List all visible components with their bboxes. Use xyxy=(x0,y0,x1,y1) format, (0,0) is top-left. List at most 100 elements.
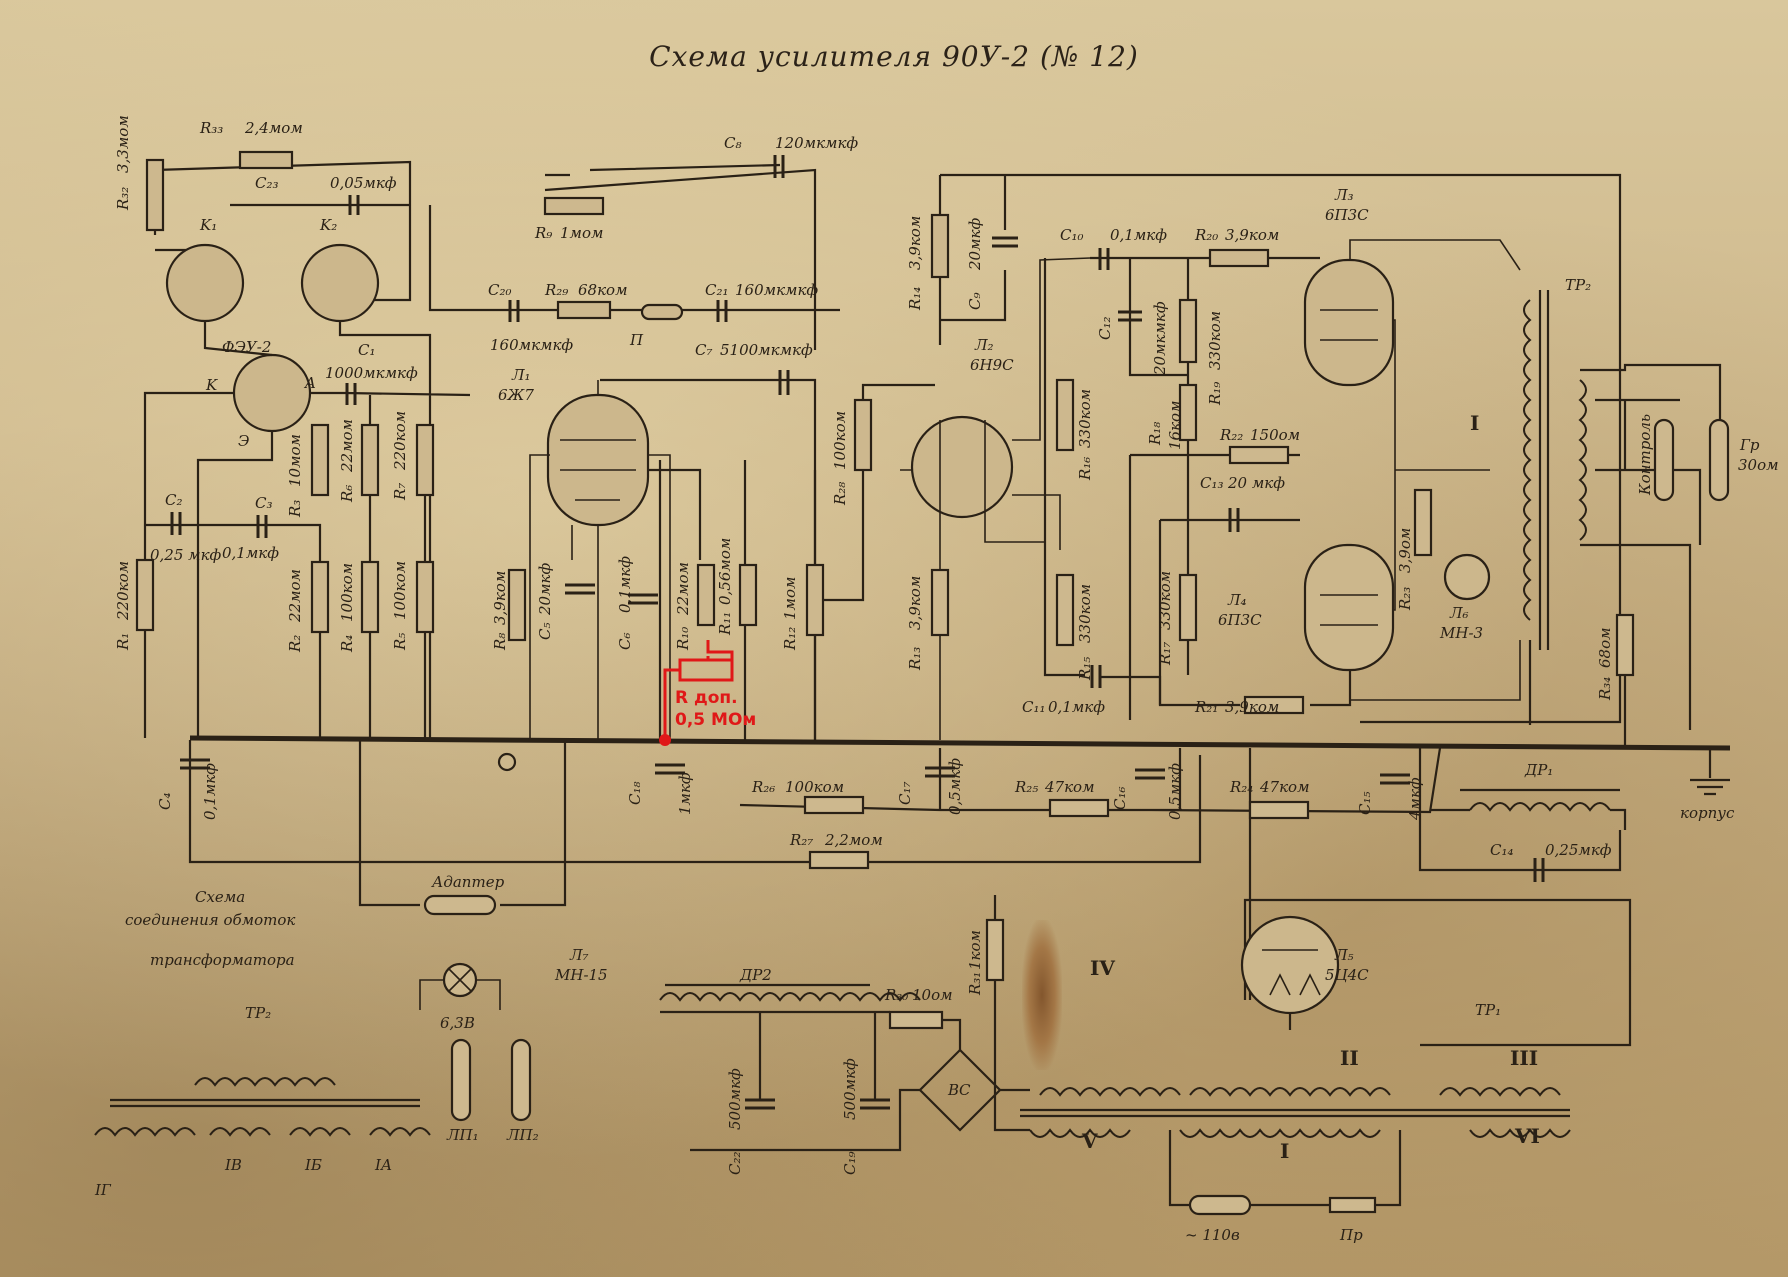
label-r19: R₁₉ xyxy=(1206,382,1224,406)
resistor-r20 xyxy=(1208,248,1270,268)
label-r13v: 3,9ком xyxy=(906,576,924,630)
label-c5: C₅ xyxy=(536,623,554,641)
fuse-110v xyxy=(1188,1194,1252,1216)
label-c19v: 500мкф xyxy=(841,1058,859,1120)
label-r21: R₂₁ xyxy=(1194,698,1218,716)
label-l7: Л₇ xyxy=(569,946,589,964)
tr2-winding-diagram xyxy=(94,1077,431,1137)
label-c7: C₇ xyxy=(695,341,713,359)
label-c10: C₁₀ xyxy=(1060,226,1084,244)
label-l1: Л₁ xyxy=(511,366,531,384)
capacitor-c17 xyxy=(925,766,955,778)
resistor-r25 xyxy=(1048,798,1110,818)
capacitor-c1 xyxy=(345,383,357,405)
label-scheme1: Схема xyxy=(195,888,245,906)
label-r22v: 150ом xyxy=(1250,426,1300,444)
resistor-r27 xyxy=(808,850,870,870)
choke-dr2 xyxy=(659,992,921,1002)
label-c20v: 160мкмкф xyxy=(490,336,573,354)
label-r21v: 3,9ком xyxy=(1225,698,1279,716)
label-c9: C₉ xyxy=(966,293,984,311)
label-winding-vi: VI xyxy=(1514,1124,1540,1148)
label-c14v: 0,25мкф xyxy=(1545,841,1612,859)
capacitor-c15 xyxy=(1380,773,1410,785)
label-gr: Гр xyxy=(1739,436,1760,454)
transformer-tr1-windings xyxy=(1029,1087,1571,1138)
resistor-r15 xyxy=(1055,573,1075,647)
label-c5v: 20мкф xyxy=(536,563,554,616)
label-r6v: 22мом xyxy=(338,419,356,473)
capacitor-c12 xyxy=(1118,310,1142,322)
label-c9v: 20мкф xyxy=(966,218,984,271)
label-c2v: 0,25 мкф xyxy=(150,546,222,564)
label-winding-ii: II xyxy=(1340,1046,1359,1070)
capacitor-c21 xyxy=(716,300,728,322)
label-r5v: 100ком xyxy=(391,561,409,620)
label-r1: R₁ xyxy=(114,633,132,651)
adapter xyxy=(423,894,497,916)
label-r2v: 22мом xyxy=(286,569,304,623)
label-r5: R₅ xyxy=(391,633,409,651)
label-v63: 6,3В xyxy=(440,1014,475,1032)
label-vs: ВС xyxy=(947,1081,971,1099)
label-v110: ~ 110в xyxy=(1185,1226,1240,1244)
label-c3: C₃ xyxy=(255,494,273,512)
label-c3v: 0,1мкф xyxy=(222,544,279,562)
label-c20: C₂₀ xyxy=(488,281,512,299)
label-feu: ФЭУ-2 xyxy=(222,338,271,356)
resistor-r13 xyxy=(930,568,950,637)
label-p: П xyxy=(629,331,644,349)
label-r6: R₆ xyxy=(338,485,356,503)
capacitor-c5 xyxy=(565,583,595,595)
label-r14v: 3,9ком xyxy=(906,216,924,270)
label-r28: R₂₈ xyxy=(831,482,849,506)
resistor-r9 xyxy=(543,196,605,216)
annotation-line2: 0,5 МОм xyxy=(675,710,756,730)
label-r23v: 3,9ом xyxy=(1396,528,1414,573)
label-c4v: 0,1мкф xyxy=(201,763,219,820)
plug-p xyxy=(640,303,684,321)
label-l7t: МН-15 xyxy=(554,966,608,984)
label-k2: K₂ xyxy=(319,216,337,234)
component-labels: R₃₃ 2,4мом R₃₂ 3,3мом C₂₃ 0,05мкф K₁ K₂ … xyxy=(94,115,1779,1244)
label-c1v: 1000мкмкф xyxy=(325,364,418,382)
label-r22: R₂₂ xyxy=(1219,426,1243,444)
label-r3: R₃ xyxy=(286,500,304,518)
capacitor-c4 xyxy=(180,758,210,770)
label-r31: R₃₁ xyxy=(966,972,984,996)
label-c7v: 5100мкмкф xyxy=(720,341,813,359)
lamp-l6-mn3 xyxy=(1443,553,1491,601)
capacitor-c16 xyxy=(1135,768,1165,780)
label-c10v: 0,1мкф xyxy=(1110,226,1167,244)
resistor-r30 xyxy=(888,1010,944,1030)
resistor-r16 xyxy=(1055,378,1075,452)
annotation-wire xyxy=(706,640,734,668)
label-c11: C₁₁ xyxy=(1022,698,1046,716)
label-r33: R₃₃ xyxy=(199,119,223,137)
label-r24: R₂₄ xyxy=(1229,778,1253,796)
resistor-r21 xyxy=(1243,695,1305,715)
label-r27v: 2,2мом xyxy=(824,831,883,849)
label-a: A xyxy=(303,374,316,392)
resistor-r33 xyxy=(238,150,294,170)
label-r7: R₇ xyxy=(391,483,409,501)
label-c18v: 1мкф xyxy=(676,772,694,815)
label-tr2: ТР₂ xyxy=(1565,276,1591,294)
label-r15: R₁₅ xyxy=(1076,657,1094,681)
label-r13: R₁₃ xyxy=(906,647,924,671)
label-c18: C₁₈ xyxy=(626,781,644,805)
transformer-tr2-primary xyxy=(1523,299,1532,621)
resistor-r19 xyxy=(1178,298,1198,364)
label-c12v: 20мкмкф xyxy=(1151,301,1169,376)
capacitor-c7 xyxy=(778,370,790,395)
annotation-dot xyxy=(659,734,671,746)
capacitor-c2 xyxy=(170,512,182,535)
label-c17v: 0,5мкф xyxy=(946,758,964,815)
label-tr2-diagram: ТР₂ xyxy=(245,1004,271,1022)
label-r11v: 0,56мом xyxy=(716,538,734,605)
capacitor-c23 xyxy=(348,195,360,215)
label-c13v: 20 мкф xyxy=(1227,474,1285,492)
label-r25v: 47ком xyxy=(1044,778,1095,796)
label-r30v: 10ом xyxy=(912,986,953,1004)
tube-l2-6n9s xyxy=(910,415,1014,519)
